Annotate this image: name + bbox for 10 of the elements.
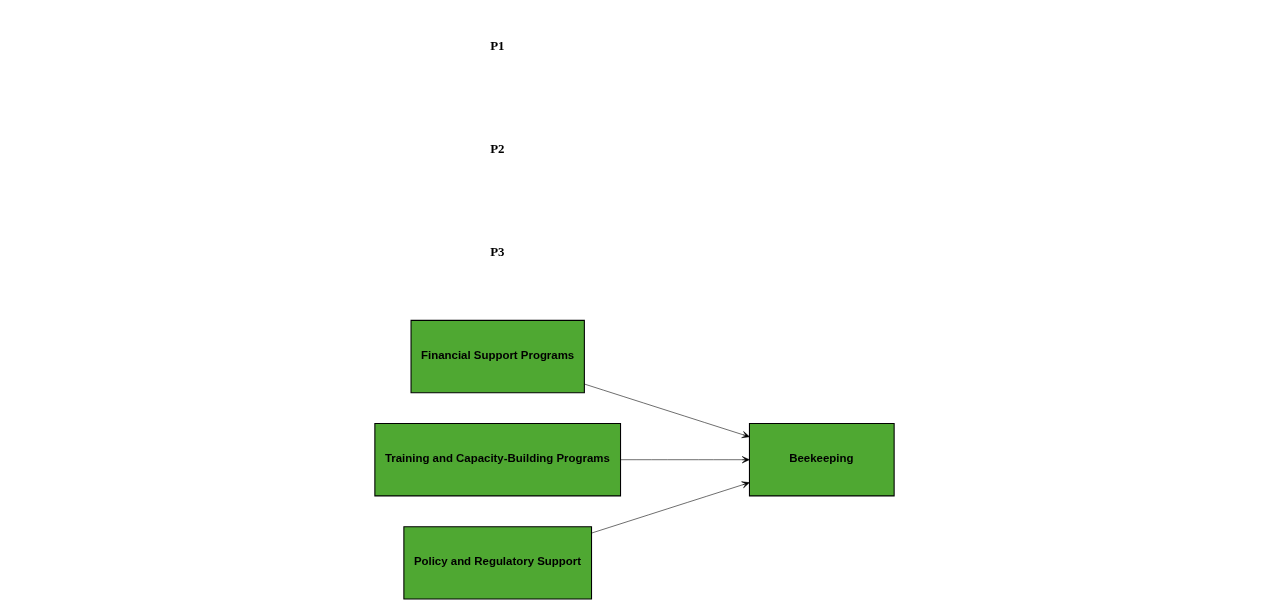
node-box: Beekeeping	[748, 423, 895, 497]
label: P2	[490, 141, 505, 156]
node-box: Training and Capacity-Building Programs	[374, 423, 622, 497]
node-box: Policy and Regulatory Support	[403, 526, 593, 600]
node-box: Financial Support Programs	[410, 319, 585, 394]
label: P3	[490, 244, 505, 259]
arrow	[591, 481, 750, 534]
label: P1	[490, 38, 505, 53]
arrow	[620, 456, 750, 464]
arrow	[584, 383, 750, 438]
